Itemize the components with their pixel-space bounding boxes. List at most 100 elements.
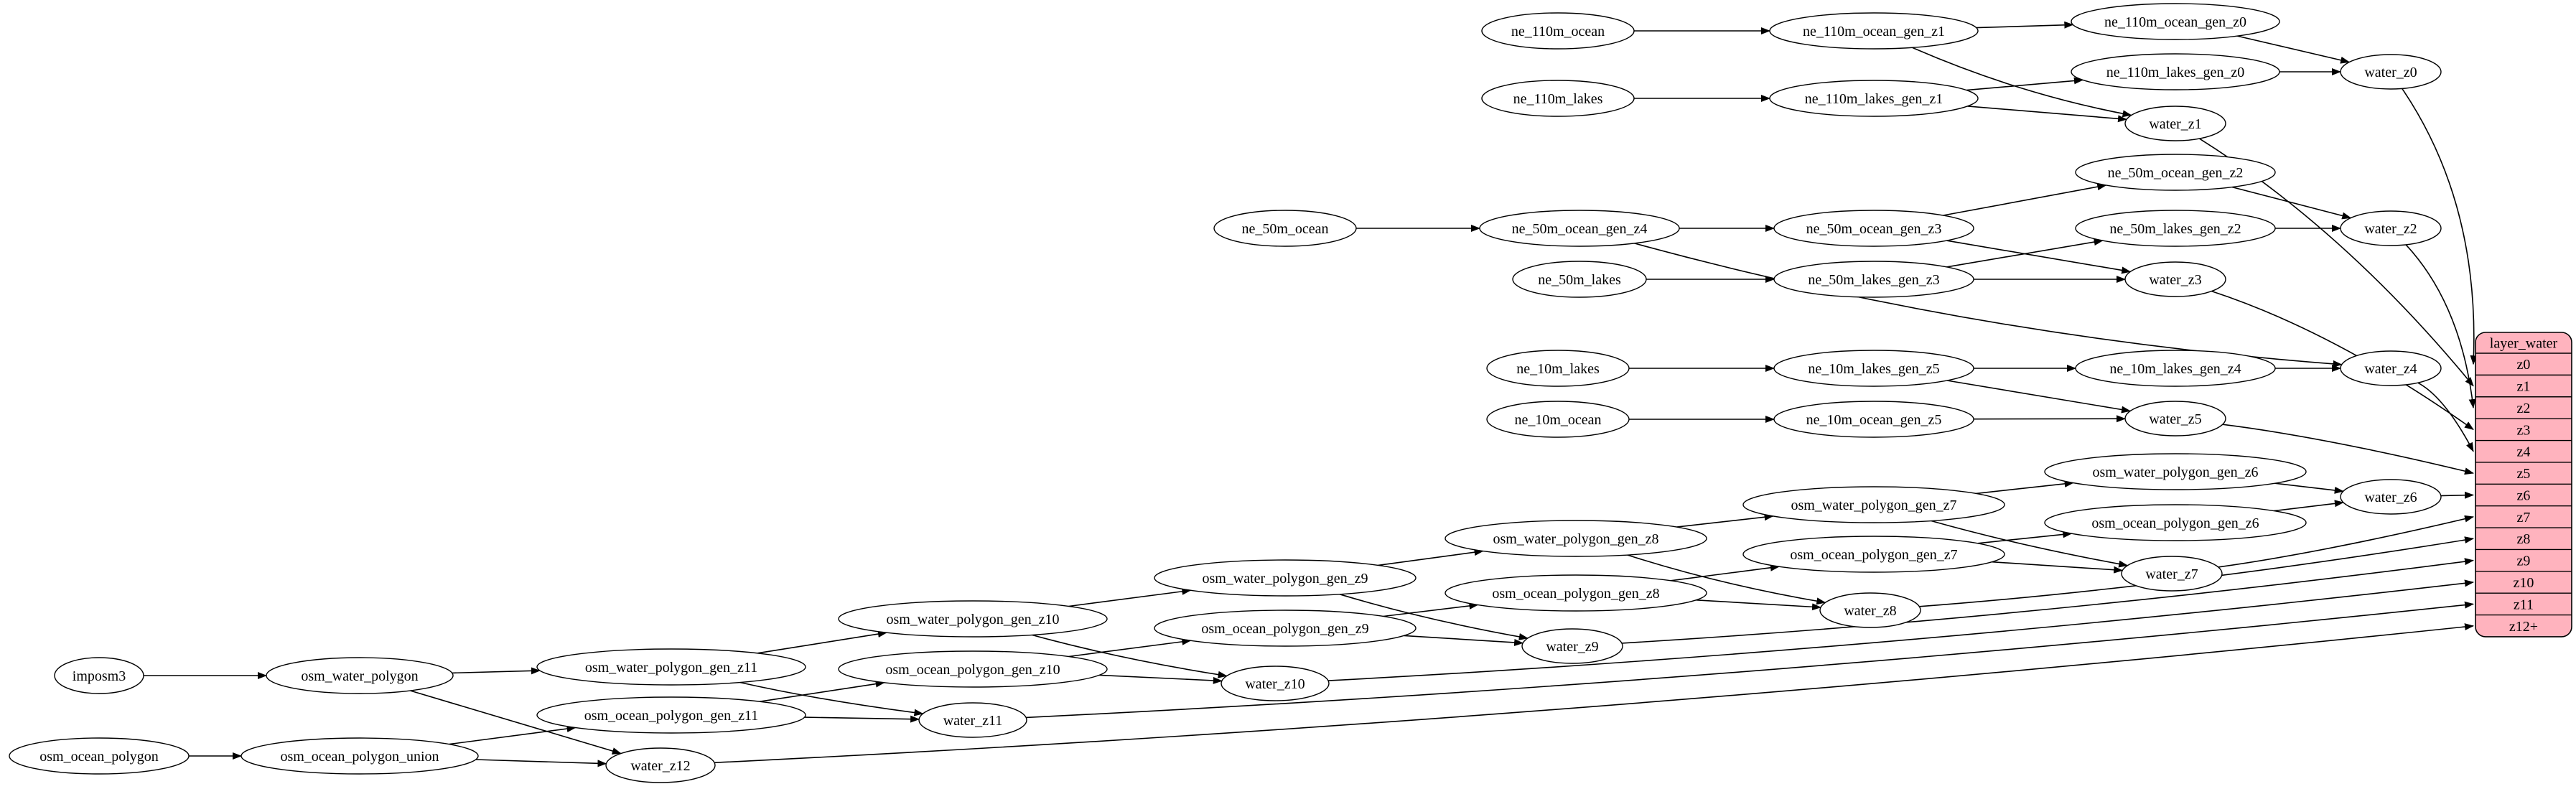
node-label-ne_110m_ocean: ne_110m_ocean <box>1511 24 1605 39</box>
node-ellipse-osm_ocean_polygon_union <box>241 737 479 775</box>
edge-ne_50m_ocean_gen_z2-to-water_z2 <box>2231 186 2352 220</box>
edge-path <box>1099 674 1223 684</box>
table-row-z7: z7 <box>2517 510 2531 526</box>
node-label-ne_50m_lakes_gen_z3: ne_50m_lakes_gen_z3 <box>1808 272 1939 288</box>
table-row-z9: z9 <box>2517 554 2531 569</box>
edge-osm_water_polygon_gen_z11-to-water_z11 <box>739 681 924 716</box>
edge-path <box>1946 240 2132 274</box>
layer-water-table: layer_waterz0z1z2z3z4z5z6z7z8z9z10z11z12… <box>2475 332 2572 638</box>
table-row-z8: z8 <box>2517 531 2531 547</box>
node-label-ne_50m_ocean_gen_z4: ne_50m_ocean_gen_z4 <box>1512 221 1648 237</box>
edge-osm_ocean_polygon_gen_z10-to-osm_ocean_polygon_gen_z9 <box>1068 638 1192 658</box>
node-ne_50m_lakes: ne_50m_lakes <box>1512 261 1647 298</box>
edge-path <box>452 667 541 675</box>
nodes-layer: ne_110m_ocean ne_110m_ocean_gen_z1 ne_110m… <box>9 3 2442 783</box>
edge-path <box>1404 635 1524 646</box>
edge-water_z10-to-layer_water-z10 <box>1327 579 2474 681</box>
node-ellipse-osm_ocean_polygon <box>9 737 190 775</box>
edge-water_z6-to-layer_water-z6 <box>2439 491 2474 499</box>
edge-path <box>1339 593 1529 640</box>
edge-path <box>2231 186 2352 220</box>
node-label-imposm3: imposm3 <box>73 668 126 684</box>
edge-osm_water_polygon-to-water_z12 <box>410 690 622 755</box>
node-ellipse-water_z1 <box>2124 106 2226 141</box>
node-ellipse-ne_10m_lakes_gen_z4 <box>2075 350 2276 387</box>
edge-path <box>1976 480 2074 495</box>
node-label-osm_water_polygon_gen_z7: osm_water_polygon_gen_z7 <box>1791 498 1956 513</box>
node-ne_110m_lakes_gen_z1: ne_110m_lakes_gen_z1 <box>1769 80 1979 117</box>
edge-ne_110m_ocean_gen_z1-to-ne_110m_ocean_gen_z0 <box>1976 21 2074 29</box>
node-ne_50m_lakes_gen_z3: ne_50m_lakes_gen_z3 <box>1773 261 1974 298</box>
edge-path <box>1977 531 2073 544</box>
node-ellipse-ne_110m_lakes_gen_z1 <box>1769 80 1979 117</box>
node-osm_water_polygon_gen_z9: osm_water_polygon_gen_z9 <box>1154 559 1417 597</box>
node-ellipse-ne_110m_ocean <box>1481 12 1635 50</box>
node-ellipse-water_z9 <box>1521 628 1623 664</box>
edge-path <box>1378 548 1484 566</box>
node-water_z7: water_z7 <box>2121 556 2223 592</box>
node-label-ne_10m_ocean: ne_10m_ocean <box>1514 412 1601 428</box>
table-row-z10: z10 <box>2514 575 2534 591</box>
edge-osm_ocean_polygon_gen_z8-to-water_z8 <box>1696 599 1821 611</box>
table-row-z2: z2 <box>2517 401 2531 416</box>
node-osm_water_polygon_gen_z6: osm_water_polygon_gen_z6 <box>2044 453 2307 490</box>
node-label-osm_ocean_polygon_gen_z7: osm_ocean_polygon_gen_z7 <box>1790 547 1957 563</box>
edge-osm_ocean_polygon_gen_z11-to-water_z11 <box>804 715 920 723</box>
node-label-water_z5: water_z5 <box>2149 411 2201 427</box>
node-ellipse-ne_50m_lakes_gen_z3 <box>1773 261 1974 298</box>
node-ne_10m_ocean: ne_10m_ocean <box>1486 401 1630 438</box>
edge-water_z11-to-layer_water-z11 <box>1026 601 2474 719</box>
edge-osm_ocean_polygon_union-to-osm_ocean_polygon_gen_z11 <box>449 725 577 745</box>
node-ne_110m_ocean_gen_z1: ne_110m_ocean_gen_z1 <box>1769 12 1979 50</box>
node-osm_ocean_polygon_union: osm_ocean_polygon_union <box>241 737 479 775</box>
node-ne_10m_lakes_gen_z4: ne_10m_lakes_gen_z4 <box>2075 350 2276 387</box>
node-ellipse-ne_50m_lakes <box>1512 261 1647 298</box>
edge-osm_water_polygon_gen_z8-to-water_z8 <box>1627 554 1826 605</box>
node-ellipse-water_z7 <box>2121 556 2223 592</box>
node-label-ne_110m_lakes_gen_z1: ne_110m_lakes_gen_z1 <box>1805 91 1943 107</box>
edge-osm_ocean_polygon_union-to-water_z12 <box>475 759 607 767</box>
edge-path <box>1026 601 2474 719</box>
table-row-z0: z0 <box>2517 357 2531 373</box>
edge-ne_110m_ocean_gen_z1-to-water_z1 <box>1911 47 2132 118</box>
node-ne_10m_lakes: ne_10m_lakes <box>1486 350 1630 387</box>
node-osm_ocean_polygon: osm_ocean_polygon <box>9 737 190 775</box>
edge-ne_50m_ocean_gen_z3-to-water_z3 <box>1946 240 2132 274</box>
node-label-water_z0: water_z0 <box>2364 65 2417 80</box>
node-ne_50m_ocean: ne_50m_ocean <box>1213 210 1357 247</box>
edge-path <box>1621 558 2474 644</box>
edge-path <box>714 623 2474 764</box>
node-osm_ocean_polygon_gen_z11: osm_ocean_polygon_gen_z11 <box>536 696 806 734</box>
edge-osm_ocean_polygon_gen_z10-to-water_z10 <box>1099 674 1223 684</box>
node-ellipse-ne_50m_lakes_gen_z2 <box>2075 210 2276 247</box>
edge-path <box>2218 515 2474 568</box>
node-ellipse-osm_water_polygon_gen_z10 <box>838 600 1108 638</box>
node-ellipse-osm_ocean_polygon_gen_z10 <box>838 650 1108 688</box>
edge-water_z3-to-layer_water-z3 <box>2211 290 2474 430</box>
node-osm_ocean_polygon_gen_z9: osm_ocean_polygon_gen_z9 <box>1154 610 1417 647</box>
node-ellipse-osm_water_polygon <box>266 657 454 694</box>
node-label-water_z4: water_z4 <box>2364 361 2417 377</box>
edge-path <box>2222 424 2474 475</box>
node-ne_50m_ocean_gen_z4: ne_50m_ocean_gen_z4 <box>1479 210 1680 247</box>
node-label-osm_ocean_polygon_gen_z10: osm_ocean_polygon_gen_z10 <box>885 662 1060 678</box>
node-osm_water_polygon_gen_z10: osm_water_polygon_gen_z10 <box>838 600 1108 638</box>
node-ne_50m_lakes_gen_z2: ne_50m_lakes_gen_z2 <box>2075 210 2276 247</box>
node-ellipse-water_z8 <box>1819 592 1921 628</box>
node-ellipse-osm_ocean_polygon_gen_z7 <box>1742 536 2005 573</box>
edge-water_z12-to-layer_water-z12+ <box>714 623 2474 764</box>
edge-path <box>2274 482 2344 494</box>
node-water_z3: water_z3 <box>2124 261 2226 297</box>
node-osm_ocean_polygon_gen_z7: osm_ocean_polygon_gen_z7 <box>1742 536 2005 573</box>
node-osm_water_polygon_gen_z7: osm_water_polygon_gen_z7 <box>1742 486 2005 523</box>
node-label-osm_ocean_polygon_gen_z9: osm_ocean_polygon_gen_z9 <box>1201 621 1368 637</box>
edge-osm_water_polygon_gen_z8-to-osm_water_polygon_gen_z7 <box>1676 513 1774 528</box>
edge-osm_water_polygon_gen_z6-to-water_z6 <box>2274 482 2344 494</box>
node-ne_50m_ocean_gen_z2: ne_50m_ocean_gen_z2 <box>2075 154 2276 191</box>
node-label-osm_water_polygon: osm_water_polygon <box>301 668 418 684</box>
edge-path <box>2405 244 2476 408</box>
node-label-osm_ocean_polygon_union: osm_ocean_polygon_union <box>280 749 439 765</box>
edge-path <box>2439 491 2474 499</box>
